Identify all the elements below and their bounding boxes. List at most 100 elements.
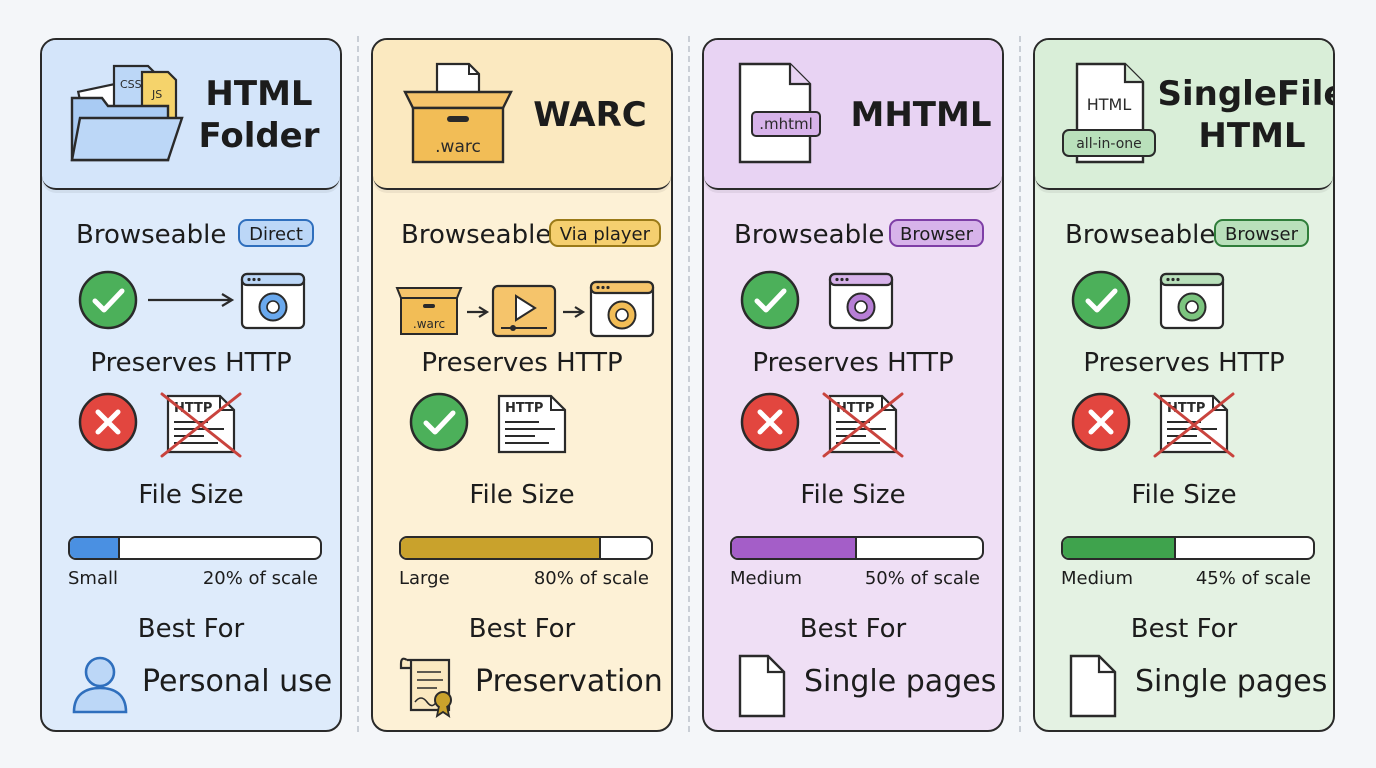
best-for-label: Best For bbox=[799, 614, 907, 644]
svg-text:JS: JS bbox=[151, 88, 162, 101]
file-size-bar bbox=[1061, 536, 1315, 560]
file-size-bar-fill bbox=[70, 538, 120, 558]
svg-text:HTTP: HTTP bbox=[505, 401, 543, 416]
cross-icon-http: HTTP bbox=[1071, 392, 1235, 458]
browseable-flow bbox=[1071, 270, 1225, 330]
preserves-http-label: Preserves HTTP bbox=[421, 348, 623, 378]
best-for-row: Single pages bbox=[1035, 650, 1333, 720]
file-size-category: Small bbox=[68, 568, 118, 589]
file-size-bar-fill bbox=[401, 538, 601, 558]
cross-icon-http: HTTP bbox=[78, 392, 242, 458]
file-size-scale: 45% of scale bbox=[1195, 568, 1311, 589]
document-icon-graphic bbox=[738, 654, 786, 718]
file-size-label: File Size bbox=[800, 480, 906, 510]
check-icon-http: HTTP bbox=[409, 392, 567, 454]
file-size-bar-fill bbox=[1063, 538, 1176, 558]
browseable-badge: Browser bbox=[889, 219, 984, 247]
file-size-label: File Size bbox=[138, 480, 244, 510]
preserves-http-illustration: HTTP bbox=[42, 390, 340, 466]
format-icon: HTML all-in-one bbox=[1061, 58, 1181, 168]
file-size-category: Large bbox=[399, 568, 450, 589]
best-for-text: Preservation bbox=[475, 664, 663, 699]
user-icon-graphic bbox=[72, 656, 128, 714]
svg-text:CSS: CSS bbox=[120, 78, 142, 91]
folder-icon: HTML CSS JS bbox=[70, 64, 184, 162]
best-for-label: Best For bbox=[137, 614, 245, 644]
column-divider bbox=[1019, 36, 1021, 732]
format-title: MHTML bbox=[850, 94, 992, 135]
browseable-illustration bbox=[1035, 262, 1333, 338]
best-for-row: Single pages bbox=[704, 650, 1002, 720]
preserves-http-label: Preserves HTTP bbox=[1083, 348, 1285, 378]
browseable-label: Browseable bbox=[1065, 220, 1216, 250]
browseable-badge: Browser bbox=[1214, 219, 1309, 247]
svg-text:all-in-one: all-in-one bbox=[1076, 136, 1142, 152]
browseable-illustration bbox=[42, 262, 340, 338]
browseable-label: Browseable bbox=[401, 220, 552, 250]
svg-text:.warc: .warc bbox=[413, 317, 445, 331]
best-for-row: Personal use bbox=[42, 650, 340, 720]
document-icon bbox=[728, 650, 798, 720]
preserves-http-illustration: HTTP bbox=[373, 390, 671, 466]
browseable-badge: Direct bbox=[238, 219, 314, 247]
format-icon: HTML CSS JS bbox=[68, 58, 188, 168]
best-for-text: Personal use bbox=[142, 664, 333, 699]
browseable-flow bbox=[740, 270, 894, 330]
browseable-row: Browseable Direct bbox=[42, 216, 340, 256]
best-for-label: Best For bbox=[1130, 614, 1238, 644]
document-icon bbox=[1059, 650, 1129, 720]
browseable-illustration: .warc bbox=[373, 262, 671, 338]
format-title: HTML Folder bbox=[198, 73, 320, 157]
file-size-bar bbox=[399, 536, 653, 560]
file-size-label: File Size bbox=[1131, 480, 1237, 510]
file-size-bar bbox=[68, 536, 322, 560]
file-size-category: Medium bbox=[1061, 568, 1133, 589]
file-size-bar-fill bbox=[732, 538, 857, 558]
best-for-text: Single pages bbox=[804, 664, 997, 699]
cross-icon-http: HTTP bbox=[740, 392, 904, 458]
single-file-icon: HTML all-in-one bbox=[1062, 62, 1156, 164]
certificate-icon-graphic bbox=[399, 657, 452, 718]
browseable-label: Browseable bbox=[734, 220, 885, 250]
column-divider bbox=[357, 36, 359, 732]
html-folder-card: HTML CSS JS HTML FolderBrowseableDirect … bbox=[40, 38, 342, 732]
preserves-http-label: Preserves HTTP bbox=[752, 348, 954, 378]
preserves-http-label: Preserves HTTP bbox=[90, 348, 292, 378]
document-icon-graphic bbox=[1069, 654, 1117, 718]
format-title: WARC bbox=[533, 94, 647, 135]
svg-text:.warc: .warc bbox=[435, 137, 481, 157]
format-icon: .warc bbox=[399, 58, 519, 168]
format-icon: .mhtml bbox=[730, 58, 850, 168]
best-for-label: Best For bbox=[468, 614, 576, 644]
card-header: HTML CSS JS HTML Folder bbox=[42, 40, 340, 190]
mhtml-file-icon: .mhtml bbox=[738, 62, 821, 164]
file-size-scale: 80% of scale bbox=[533, 568, 649, 589]
file-size-label: File Size bbox=[469, 480, 575, 510]
browseable-badge: Via player bbox=[548, 219, 661, 247]
file-size-bar bbox=[730, 536, 984, 560]
format-title: SingleFile HTML bbox=[1157, 73, 1335, 157]
browseable-flow: .warc bbox=[395, 280, 655, 338]
archive-box-icon: .warc bbox=[403, 62, 513, 164]
best-for-row: Preservation bbox=[373, 650, 671, 720]
file-size-scale: 20% of scale bbox=[202, 568, 318, 589]
preserves-http-illustration: HTTP bbox=[1035, 390, 1333, 466]
card-header: .mhtml MHTML bbox=[704, 40, 1002, 190]
preserves-http-illustration: HTTP bbox=[704, 390, 1002, 466]
column-divider bbox=[688, 36, 690, 732]
browseable-flow bbox=[78, 270, 306, 330]
file-size-category: Medium bbox=[730, 568, 802, 589]
card-header: .warc WARC bbox=[373, 40, 671, 190]
best-for-text: Single pages bbox=[1135, 664, 1328, 699]
browseable-label: Browseable bbox=[76, 220, 227, 250]
browseable-illustration bbox=[704, 262, 1002, 338]
file-size-scale: 50% of scale bbox=[864, 568, 980, 589]
certificate-icon bbox=[397, 650, 467, 720]
